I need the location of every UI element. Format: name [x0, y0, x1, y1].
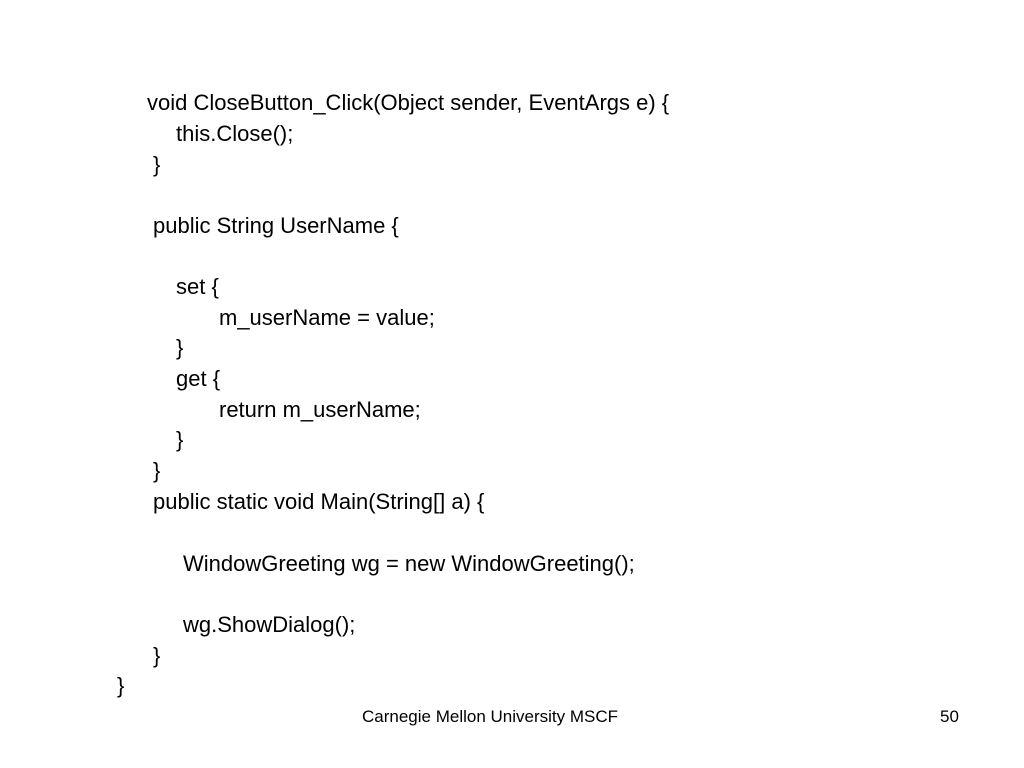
- code-line-set-open: set {: [176, 274, 219, 299]
- code-line-class-close: }: [117, 673, 125, 698]
- code-line-new-window-greeting: WindowGreeting wg = new WindowGreeting()…: [183, 551, 635, 576]
- code-line-close-brace: }: [153, 152, 161, 177]
- code-line-return-username: return m_userName;: [219, 397, 421, 422]
- code-line-assign-username: m_userName = value;: [219, 305, 435, 330]
- footer-page-number: 50: [940, 707, 959, 726]
- code-line-main-method: public static void Main(String[] a) {: [153, 489, 485, 514]
- code-line-show-dialog: wg.ShowDialog();: [183, 612, 356, 637]
- code-line-username-property: public String UserName {: [153, 213, 399, 238]
- code-line-get-open: get {: [176, 366, 221, 391]
- footer-institution: Carnegie Mellon University MSCF: [362, 707, 619, 726]
- code-line-this-close: this.Close();: [176, 121, 294, 146]
- code-line-property-close: }: [153, 458, 161, 483]
- code-line-main-close: }: [153, 643, 161, 668]
- code-line-set-close: }: [176, 335, 184, 360]
- code-line-close-button-click: void CloseButton_Click(Object sender, Ev…: [147, 90, 670, 115]
- code-line-get-close: }: [176, 427, 184, 452]
